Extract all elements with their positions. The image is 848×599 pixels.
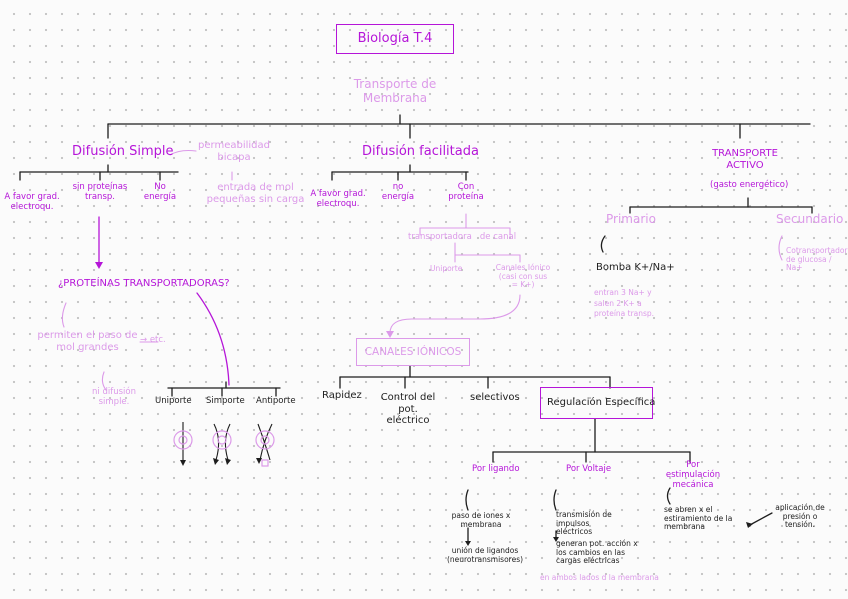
canales-item-control: Control del pot. eléctrico	[380, 392, 436, 426]
reg-voltaje-note3: en ambos lados d la membrana	[540, 573, 659, 582]
etc-note: → etc.	[140, 335, 166, 345]
title-box: Biología T.4	[336, 24, 454, 54]
page-title: Biología T.4	[357, 31, 433, 46]
canales-ionicos-box: CANALES IÓNICOS	[356, 338, 470, 366]
facilitada-sub-uniporte: Uniporte	[430, 264, 463, 273]
type-antiporte: Antiporte	[256, 396, 296, 406]
canales-item-rapidez: Rapidez	[322, 390, 362, 401]
entrada-note: entrada de mol pequeñas sin carga	[206, 182, 305, 205]
permiten-note: permiten el paso de mol grandes	[37, 330, 138, 353]
bomba-note: entran 3 Na+ y salen 2 K+ a proteína tra…	[594, 288, 655, 318]
reg-voltaje-note2: generan pot. acción x los cambios en las…	[556, 539, 638, 566]
reg-mecanica-note2: aplicación de presión o tensión.	[775, 503, 825, 530]
type-uniporte: Uniporte	[155, 396, 192, 406]
secundario-note: Cotransportador de glucosa / Na+	[786, 246, 848, 273]
canales-item-selectivos: selectivos	[470, 392, 520, 403]
regulacion-box: Regulación Específica	[540, 387, 656, 419]
difusion-simple-title: Difusión Simple	[72, 144, 174, 159]
permeabilidad-note: permeabilidad bicapa	[198, 140, 270, 163]
transporte-activo-subtitle: (gasto energético)	[710, 180, 789, 190]
activo-secundario: Secundario	[776, 212, 844, 226]
facilitada-item-no-energia: no energía	[381, 182, 415, 202]
simple-item-favor: A favor grad. electroqu.	[4, 192, 60, 212]
facilitada-sub-canales: Canales Iónico (casi con sus = K+)	[495, 263, 551, 290]
reg-mecanica-note1: se abren x el estiramiento de la membran…	[664, 505, 733, 532]
ni-difusion-note: ni difusión simple.	[92, 387, 136, 407]
difusion-facilitada-title: Difusión facilitada	[362, 144, 479, 159]
reg-voltaje-title: Por Voltaje	[566, 464, 612, 474]
reg-mecanica-title: Por estimulación mecánica	[665, 460, 721, 490]
canales-ionicos-title: CANALES IÓNICOS	[364, 346, 462, 358]
simple-item-no-energia: No energía	[143, 182, 177, 202]
activo-primario: Primario	[606, 212, 656, 226]
proteinas-question: ¿PROTEÍNAS TRANSPORTADORAS?	[58, 278, 230, 289]
simple-item-sin-proteinas: sin proteínas transp.	[72, 182, 128, 202]
reg-ligando-title: Por ligando	[472, 464, 520, 474]
regulacion-title: Regulación Específica	[547, 397, 656, 408]
subtitle: Transporte de Membrana	[353, 77, 437, 105]
bomba-label: Bomba K+/Na+	[596, 262, 675, 273]
reg-ligando-note1: paso de iones x membrana	[451, 511, 511, 529]
reg-voltaje-note1: transmisión de impulsos eléctricos	[556, 510, 612, 537]
type-simporte: Simporte	[206, 396, 245, 406]
reg-ligando-note2: unión de ligandos (neurotransmisores)	[446, 546, 524, 564]
transporte-activo-title: TRANSPORTE ACTIVO	[712, 148, 778, 171]
facilitada-item-favor: A favor grad. electroqu.	[310, 189, 366, 209]
facilitada-item-con-proteina: Con proteína	[448, 182, 484, 202]
facilitada-sub: transportadora de canal	[408, 232, 517, 242]
